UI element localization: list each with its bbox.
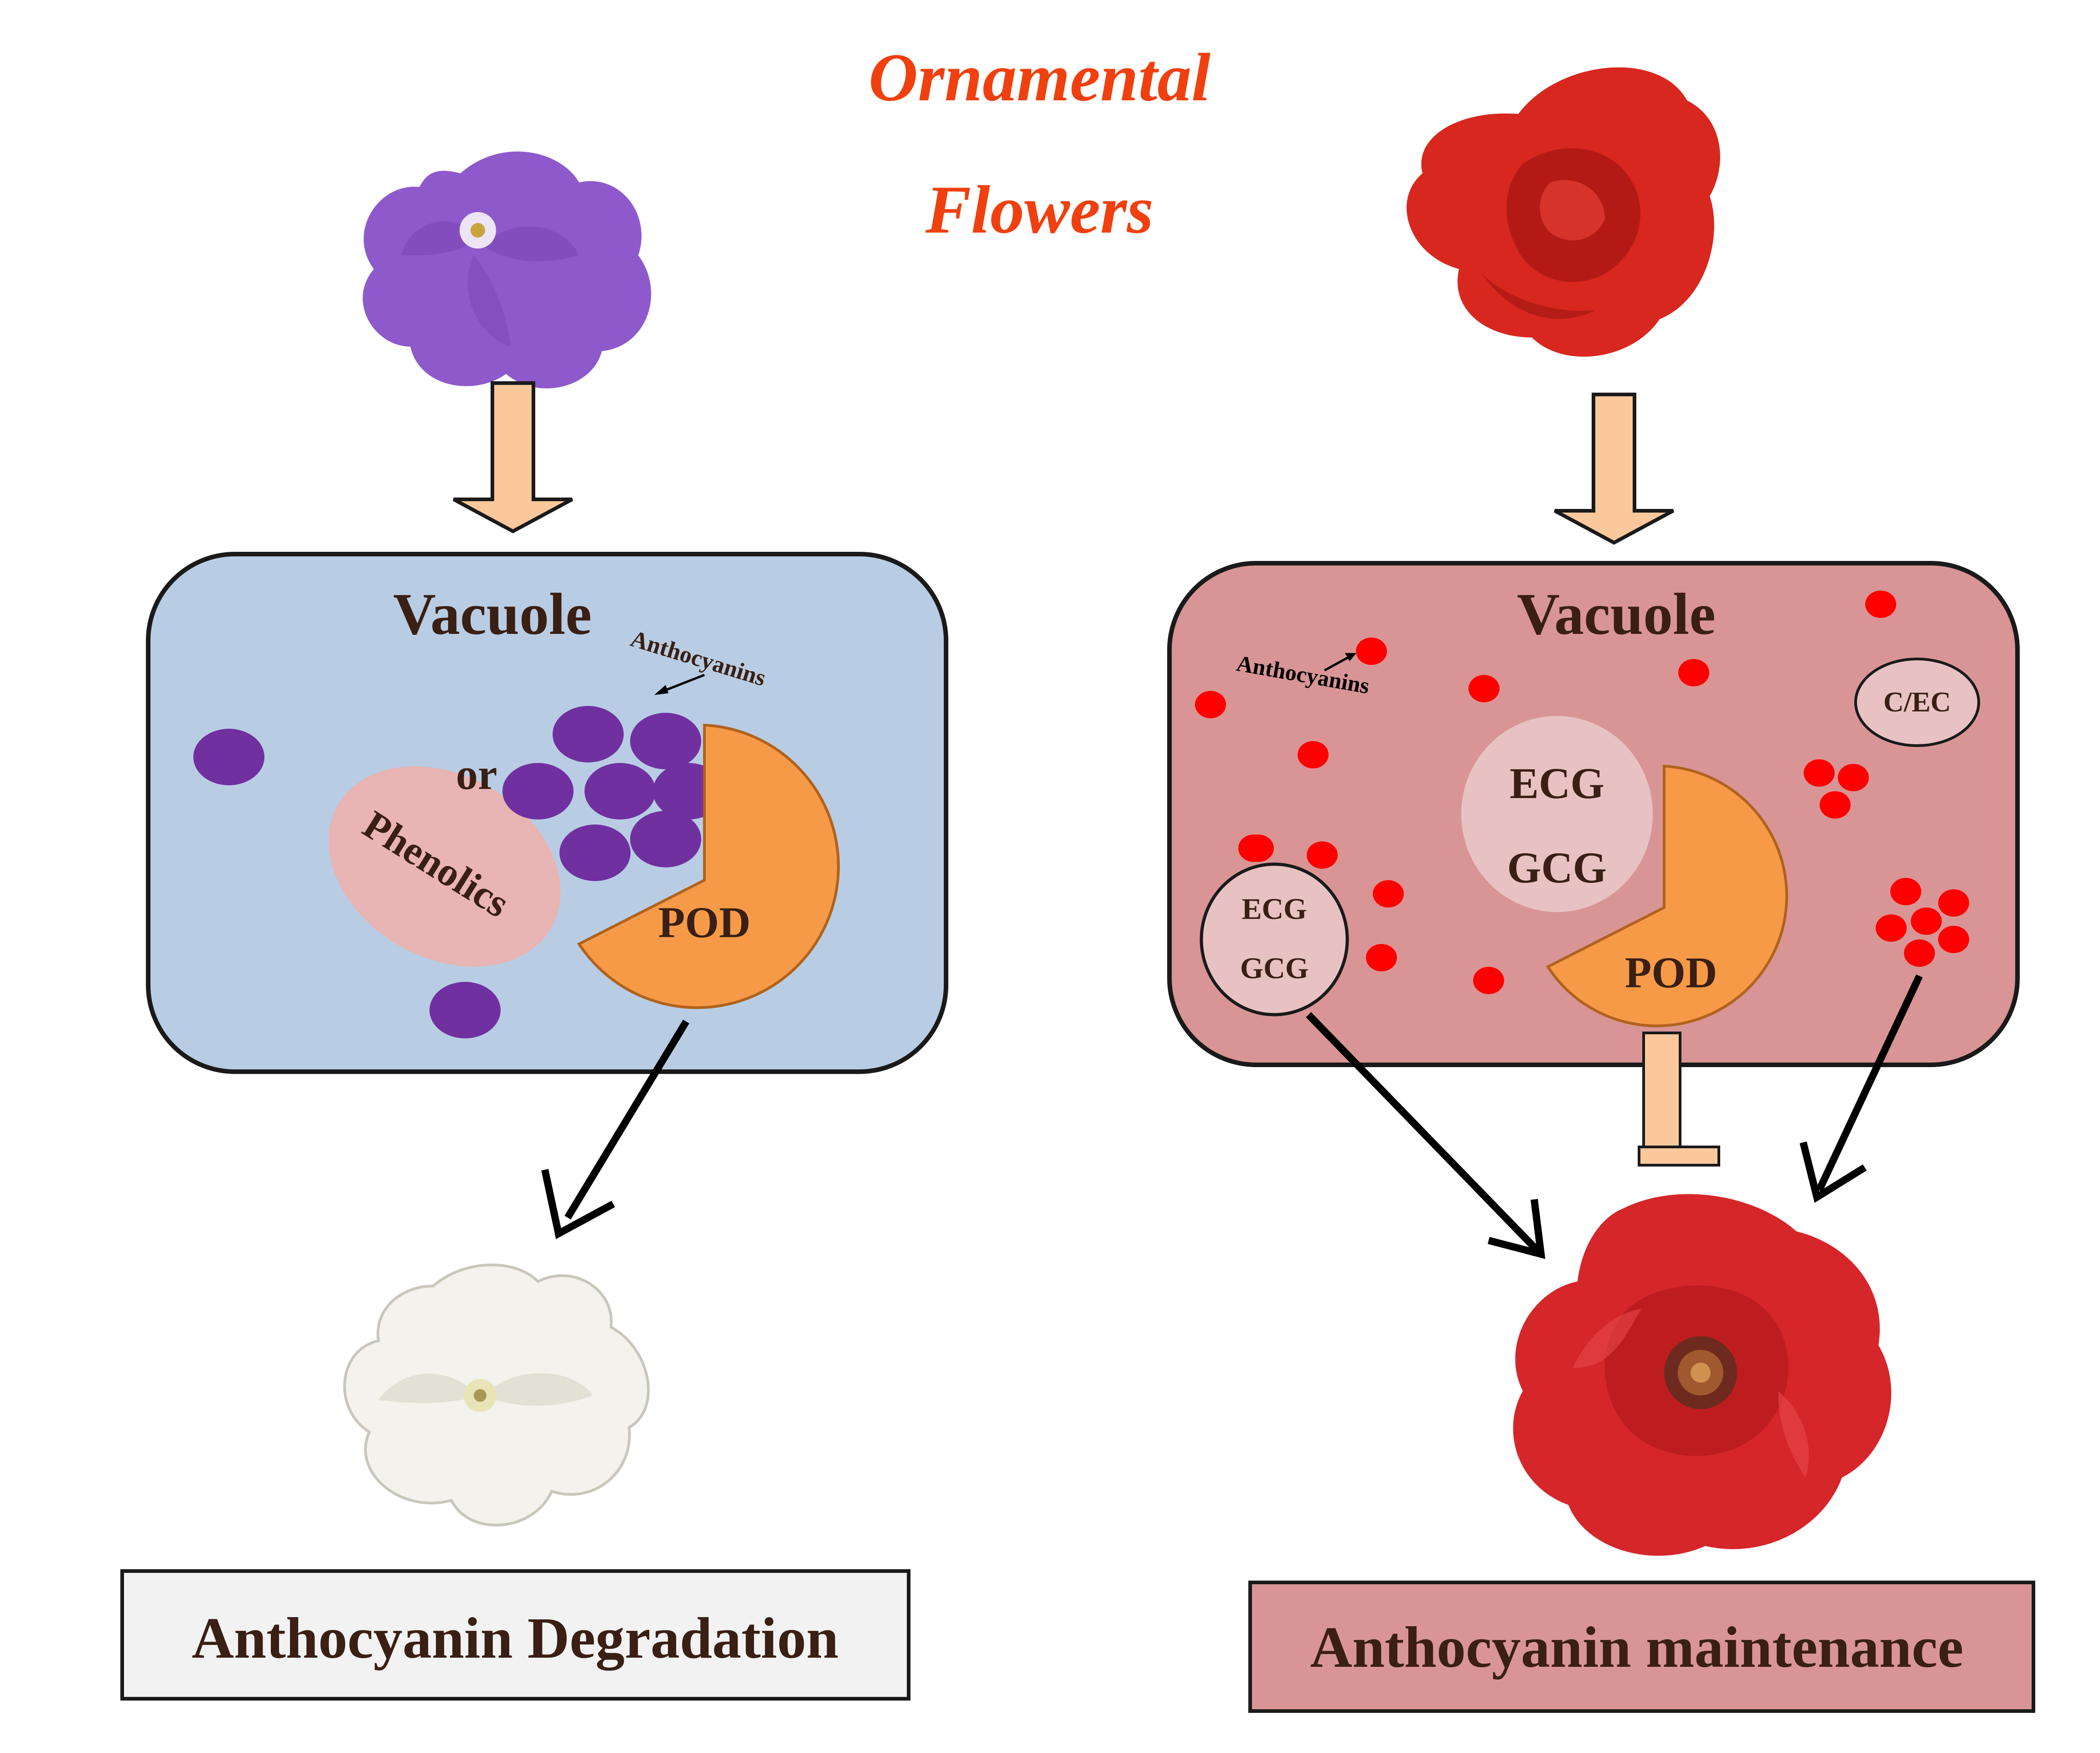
degradation-outcome-box	[120, 1569, 910, 1701]
anthocyanin-dot	[1911, 908, 1942, 935]
anthocyanin-dot	[1356, 638, 1387, 665]
cec-ellipse	[1854, 658, 1980, 747]
anthocyanin-dot	[1804, 759, 1835, 787]
right-vacuole-label: Vacuole	[1517, 581, 1716, 647]
anthocyanin-dot	[1366, 944, 1397, 971]
phenolics-ellipse	[328, 766, 561, 967]
title-line2: Flowers	[925, 172, 1153, 248]
red-rose-image	[1407, 67, 1720, 357]
anthocyanin-dot	[193, 729, 264, 785]
right-down-arrow	[1554, 393, 1674, 545]
anthocyanin-dot	[1678, 659, 1709, 686]
anthocyanin-dot	[502, 763, 574, 819]
maintenance-outcome-label: Anthocyanin maintenance	[1310, 1615, 1964, 1680]
anthocyanin-dot	[1904, 939, 1935, 967]
ecg-gcg-large-ellipse	[1461, 716, 1653, 912]
degradation-outcome-label: Anthocyanin Degradation	[192, 1606, 839, 1670]
anthocyanin-dot	[1865, 591, 1896, 618]
ecg-large-label: ECG	[1510, 759, 1604, 808]
anthocyanin-dot	[584, 763, 656, 819]
anthocyanin-dot	[1938, 926, 1969, 953]
or-label: or	[456, 750, 497, 799]
anthocyanin-dot	[1890, 878, 1921, 905]
right-anthocyanin-dots	[1195, 591, 1969, 994]
anthocyanin-to-rose-arrow	[1800, 974, 1923, 1203]
white-flower-image	[343, 1263, 650, 1527]
ecg-gcg-to-rose-arrow	[1306, 1012, 1546, 1259]
left-degradation-arrow	[541, 1019, 689, 1240]
right-pod-enzyme	[1546, 764, 1788, 1027]
ecg-gcg-small-circle	[1200, 862, 1349, 1017]
anthocyanin-dot	[1820, 791, 1851, 819]
anthocyanin-dot	[630, 811, 701, 867]
right-pod-label: POD	[1625, 948, 1717, 997]
left-vacuole-label: Vacuole	[393, 581, 592, 647]
anthocyanin-dot	[1473, 967, 1504, 994]
left-down-arrow	[453, 381, 573, 534]
anthocyanin-dot	[1838, 764, 1869, 791]
pod-inhibition-arrow	[1638, 1032, 1720, 1167]
purple-flower-image	[362, 151, 652, 389]
anthocyanin-dot	[630, 713, 701, 769]
gcg-small-label: GCG	[1240, 952, 1309, 985]
anthocyanin-dot	[1876, 914, 1907, 942]
left-pod-label: POD	[658, 898, 751, 947]
gcg-large-label: GCG	[1507, 843, 1607, 892]
anthocyanin-dot	[1307, 841, 1338, 869]
left-pod-enzyme	[577, 723, 840, 1009]
anthocyanin-dot	[1469, 675, 1500, 702]
anthocyanin-dot	[1373, 880, 1404, 908]
anthocyanin-dot	[1938, 889, 1969, 917]
anthocyanin-dot	[1195, 691, 1226, 718]
anthocyanin-dot	[553, 706, 624, 762]
ecg-small-label: ECG	[1241, 892, 1307, 926]
cec-label: C/EC	[1883, 687, 1951, 718]
title-line1: Ornamental	[869, 40, 1210, 115]
anthocyanin-dot	[1243, 835, 1274, 862]
anthocyanin-dot	[1298, 741, 1329, 768]
open-red-rose-image	[1513, 1194, 1892, 1556]
left-anthocyanins-pointer	[654, 674, 705, 695]
maintenance-outcome-box	[1248, 1581, 2035, 1713]
anthocyanin-dot	[559, 825, 631, 881]
right-anthocyanins-pointer	[1324, 653, 1356, 672]
anthocyanin-dot	[429, 982, 501, 1038]
